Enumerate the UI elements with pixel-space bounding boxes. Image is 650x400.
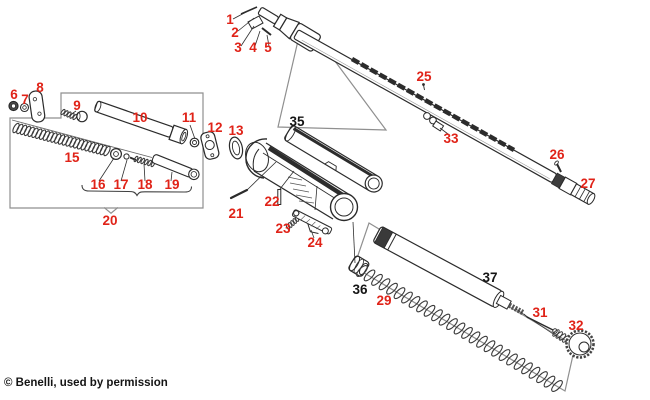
part-19-tube [151, 154, 200, 181]
part-26-screw [554, 160, 562, 173]
part-receiver [245, 138, 359, 222]
part-label-9: 9 [73, 98, 81, 113]
part-3-sight-base [247, 15, 264, 30]
part-label-25: 25 [416, 69, 432, 84]
part-label-12: 12 [207, 120, 222, 135]
part-label-8: 8 [36, 80, 44, 95]
part-25-rib-screw [422, 83, 425, 91]
part-barrel [293, 29, 596, 205]
part-16-plug [109, 148, 122, 161]
part-21-pin [229, 188, 249, 200]
part-label-19: 19 [164, 177, 179, 192]
part-29-magazine-spring [356, 265, 563, 392]
part-5-pin [261, 27, 272, 36]
assembly-axis-line [515, 308, 563, 341]
part-label-32: 32 [568, 318, 583, 333]
leader-lines [72, 10, 449, 264]
part-label-35: 35 [289, 114, 305, 129]
assembly-box-20-caret [103, 206, 119, 214]
part-label-26: 26 [549, 147, 565, 162]
part-label-27: 27 [580, 176, 595, 191]
part-label-33: 33 [443, 131, 459, 146]
part-label-21: 21 [228, 206, 244, 221]
brace-16-19 [81, 184, 193, 197]
part-35-receiver-cover [284, 125, 383, 193]
part-label-20: 20 [102, 213, 117, 228]
part-37-magazine-tube [373, 226, 525, 316]
copyright-notice: © Benelli, used by permission [4, 377, 168, 389]
part-9-plunger [60, 108, 88, 123]
part-label-37: 37 [482, 270, 497, 285]
part-10-tube [94, 100, 189, 145]
part-label-3: 3 [234, 40, 242, 55]
part-label-2: 2 [231, 25, 239, 40]
part-labels: 1 2 3 4 5 6 7 8 9 10 11 12 13 15 16 17 1… [10, 12, 595, 333]
part-1-pin [240, 6, 258, 15]
receiver-hatching [287, 176, 315, 204]
part-label-10: 10 [132, 110, 147, 125]
part-13-ring [228, 136, 244, 160]
part-label-22: 22 [264, 194, 279, 209]
part-17-pin [123, 153, 137, 161]
part-label-13: 13 [228, 123, 244, 138]
part-7-washer [19, 102, 30, 113]
part-22-pin [277, 189, 282, 205]
part-label-6: 6 [10, 87, 18, 102]
assembly-box-20 [9, 92, 204, 209]
part-15-recoil-spring [12, 122, 111, 157]
part-label-18: 18 [137, 177, 153, 192]
part-label-29: 29 [376, 293, 391, 308]
part-label-15: 15 [64, 150, 80, 165]
part-8-plate [28, 90, 46, 123]
part-label-11: 11 [182, 110, 197, 125]
part-11-ring [189, 137, 200, 148]
part-label-5: 5 [264, 40, 272, 55]
part-label-7: 7 [21, 92, 29, 107]
assembly-boxes [9, 31, 576, 392]
part-label-24: 24 [307, 235, 323, 250]
part-1-5-sight-parts [240, 6, 272, 36]
part-32-magazine-cap [552, 329, 595, 359]
part-24-carrier [291, 209, 333, 235]
part-6-nut [8, 100, 19, 112]
part-label-23: 23 [275, 221, 291, 236]
part-label-17: 17 [113, 177, 128, 192]
part-label-1: 1 [226, 12, 234, 27]
part-label-31: 31 [532, 305, 548, 320]
part-27-choke-tube [569, 183, 596, 205]
part-label-16: 16 [90, 177, 106, 192]
part-25-ventilated-rib [350, 57, 516, 152]
part-label-36: 36 [352, 282, 368, 297]
part-12-plate [200, 131, 220, 160]
part-label-4: 4 [249, 40, 257, 55]
spring-tube-guide-line [11, 119, 153, 158]
